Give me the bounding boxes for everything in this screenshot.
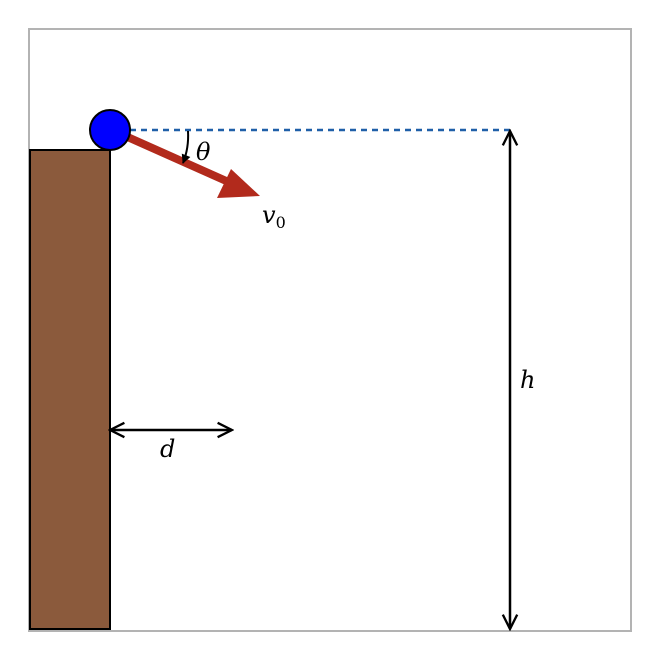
distance-label: d <box>160 435 175 463</box>
velocity-symbol: v <box>262 201 276 229</box>
velocity-subscript: 0 <box>276 213 286 232</box>
cliff <box>29 149 111 630</box>
ball <box>89 109 131 151</box>
velocity-arrow <box>110 126 260 198</box>
height-label: h <box>520 366 535 394</box>
velocity-label: v0 <box>262 201 286 232</box>
angle-arc-icon <box>181 130 191 164</box>
angle-label: θ <box>196 138 211 166</box>
